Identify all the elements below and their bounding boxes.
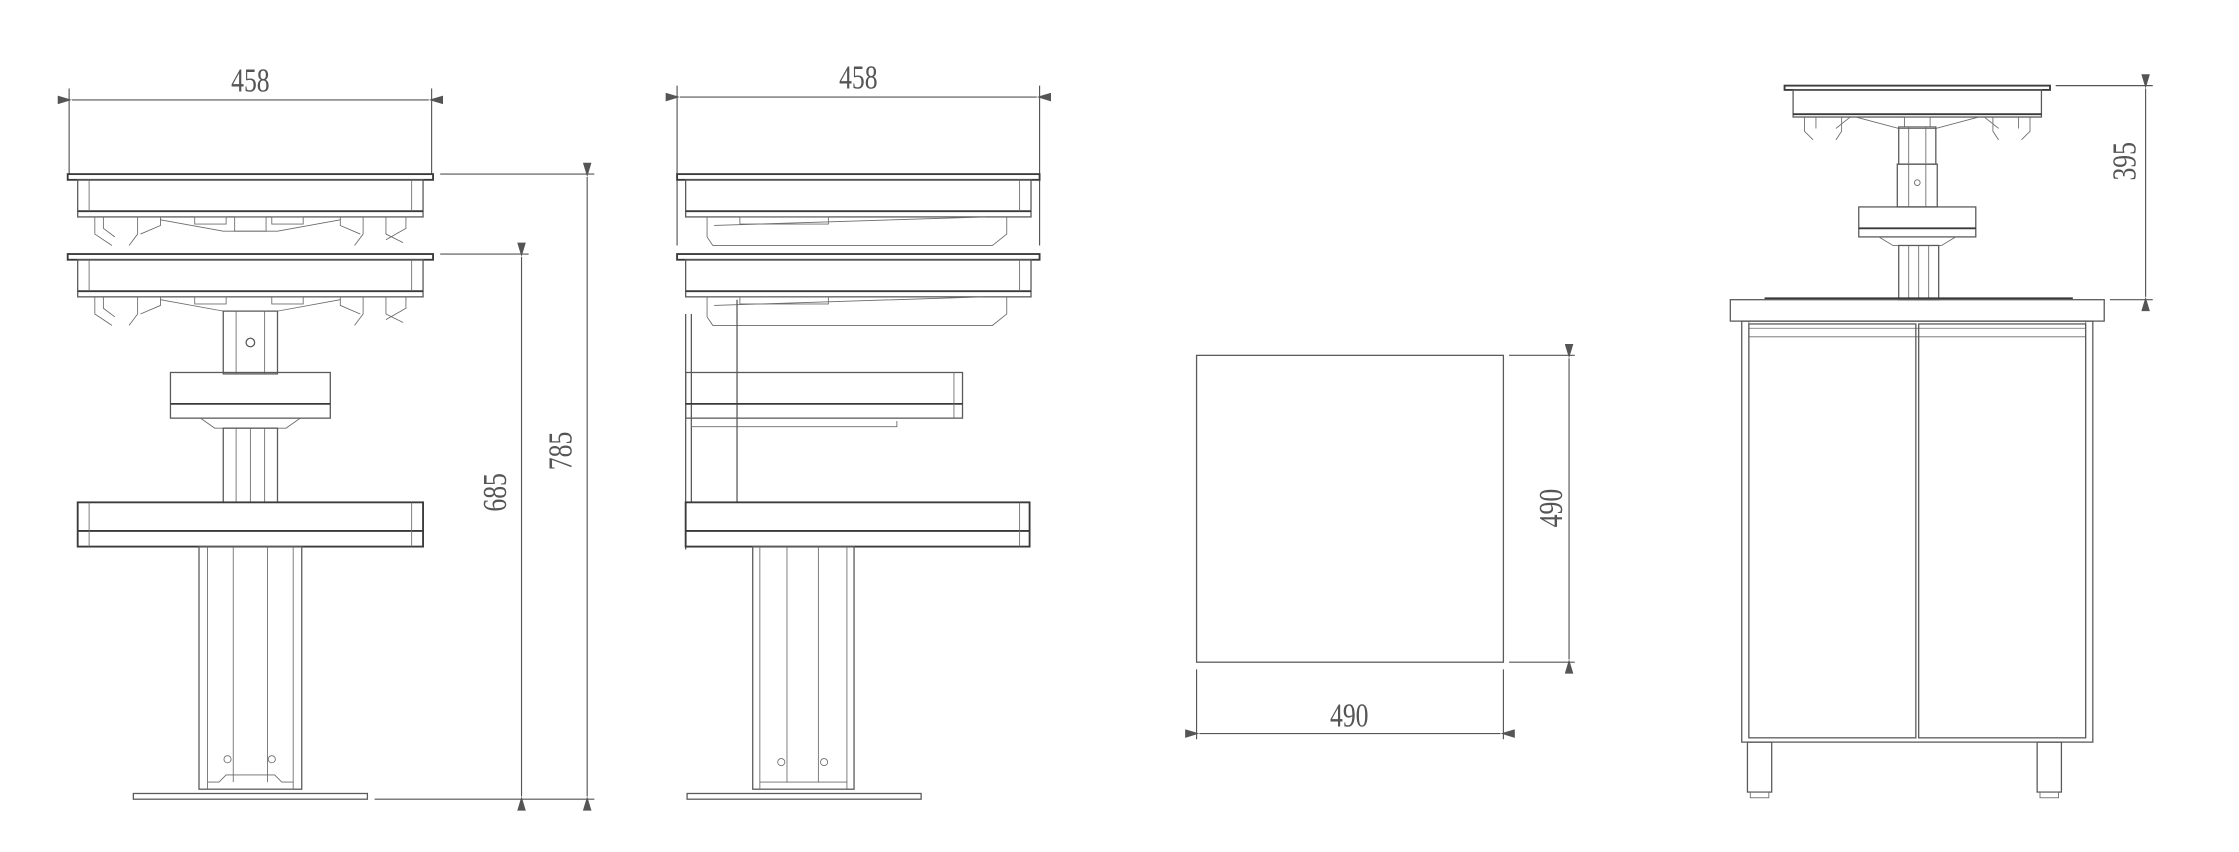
cabinet	[1729, 299, 2105, 799]
side-frame	[684, 299, 1031, 550]
dimension-width: 458	[57, 61, 444, 175]
upper-hob-raised	[676, 173, 1041, 246]
raised-hob	[1764, 84, 2073, 301]
top-view: 490 490	[1185, 343, 1575, 740]
cabinet-leg	[2036, 741, 2063, 793]
right-door	[1918, 323, 2087, 739]
cabinet-leg	[1746, 741, 1773, 793]
cabinet-view: 395	[1729, 74, 2153, 799]
dimension-raised-height: 395	[2055, 74, 2153, 312]
dimension-label: 685	[475, 473, 513, 512]
front-view: 458	[57, 61, 595, 811]
upper-hob-raised	[66, 173, 434, 246]
side-view: 458	[665, 58, 1051, 800]
dimension-lower-height: 685	[374, 242, 595, 811]
dimension-label: 490	[1531, 489, 1569, 528]
dimension-label: 395	[2105, 142, 2143, 181]
dimension-label: 785	[541, 432, 579, 471]
dimension-label: 458	[839, 58, 878, 96]
pedestal	[132, 545, 369, 800]
dimension-width: 490	[1185, 669, 1515, 740]
dimension-label: 490	[1330, 696, 1369, 734]
pedestal	[686, 545, 922, 800]
dimension-label: 458	[231, 61, 270, 99]
upper-hob-lower-position	[66, 253, 434, 326]
dimension-depth: 490	[1509, 343, 1575, 674]
dimension-width: 458	[665, 58, 1051, 246]
telescopic-column	[76, 310, 424, 548]
dimension-total-height: 785	[440, 162, 595, 811]
left-door	[1748, 323, 1917, 739]
upper-hob-lower-position	[676, 253, 1041, 326]
